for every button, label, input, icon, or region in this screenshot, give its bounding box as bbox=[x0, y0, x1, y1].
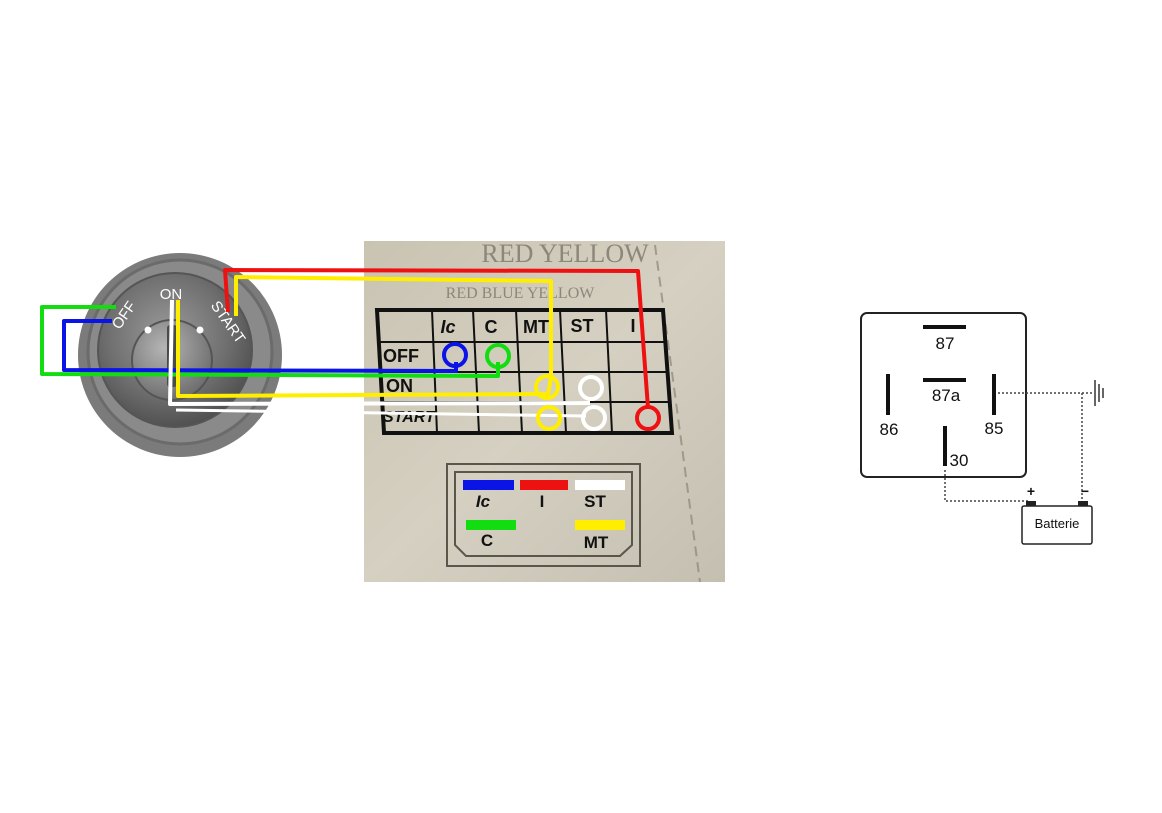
battery-label: Batterie bbox=[1035, 516, 1080, 531]
battery-minus-sign: − bbox=[1081, 483, 1089, 499]
pin-label-86: 86 bbox=[880, 420, 899, 439]
photo-background bbox=[364, 241, 725, 582]
grid-column-headers: Ic C MT ST I bbox=[440, 316, 635, 337]
pin-label-30: 30 bbox=[950, 451, 969, 470]
legend-swatch-i bbox=[520, 480, 568, 490]
wire-blue bbox=[62, 319, 458, 373]
pin-label-87a: 87a bbox=[932, 386, 961, 405]
column-header-ic: Ic bbox=[440, 317, 455, 337]
legend-label-st: ST bbox=[584, 492, 606, 511]
row-label-start: START bbox=[383, 409, 436, 426]
column-header-st: ST bbox=[570, 316, 593, 336]
ground-icon bbox=[1094, 380, 1104, 406]
wire-green bbox=[40, 305, 500, 378]
wire-white-1 bbox=[168, 299, 591, 406]
marker-on-st bbox=[578, 375, 604, 401]
wires bbox=[40, 268, 650, 418]
legend-swatch-c bbox=[466, 520, 516, 530]
marker-start-mt bbox=[536, 405, 562, 431]
pin-label-85: 85 bbox=[985, 419, 1004, 438]
connector-legend: Ic I ST C MT bbox=[446, 463, 641, 567]
pin-label-87: 87 bbox=[936, 334, 955, 353]
relay-dotted-wiring bbox=[944, 392, 1094, 502]
faded-header-sub: RED BLUE YELLOW bbox=[446, 285, 596, 302]
battery-plus-sign: + bbox=[1027, 483, 1035, 499]
legend-label-i: I bbox=[540, 492, 545, 511]
marker-start-i bbox=[635, 405, 661, 431]
connection-markers bbox=[442, 342, 661, 431]
legend-label-mt: MT bbox=[584, 533, 609, 552]
relay-body bbox=[860, 312, 1027, 478]
legend-swatch-st bbox=[575, 480, 625, 490]
column-header-i: I bbox=[630, 316, 635, 336]
column-header-c: C bbox=[485, 317, 498, 337]
off-indicator-dot bbox=[144, 326, 152, 334]
connection-chart-photo: RED YELLOW RED BLUE YELLOW Ic C MT ST I … bbox=[364, 239, 725, 583]
marker-off-ic bbox=[442, 342, 468, 368]
start-indicator-dot bbox=[196, 326, 204, 334]
marker-on-mt bbox=[534, 374, 560, 400]
column-header-mt: MT bbox=[523, 317, 549, 337]
row-label-off: OFF bbox=[383, 346, 419, 366]
legend-label-ic: Ic bbox=[476, 492, 491, 511]
marker-off-c bbox=[485, 343, 511, 369]
switch-label-on: ON bbox=[160, 286, 183, 303]
legend-swatch-ic bbox=[463, 480, 514, 490]
marker-start-st bbox=[581, 405, 607, 431]
battery-icon: Batterie + − bbox=[1021, 483, 1093, 545]
row-label-on: ON bbox=[386, 376, 413, 396]
legend-label-c: C bbox=[481, 531, 493, 550]
wire-red bbox=[223, 268, 650, 409]
wire-white-2 bbox=[175, 408, 587, 418]
relay-schematic: 87 87a 86 85 30 Batterie + − bbox=[860, 312, 1104, 545]
legend-swatch-mt bbox=[575, 520, 625, 530]
faded-header-top: RED YELLOW bbox=[481, 239, 649, 268]
